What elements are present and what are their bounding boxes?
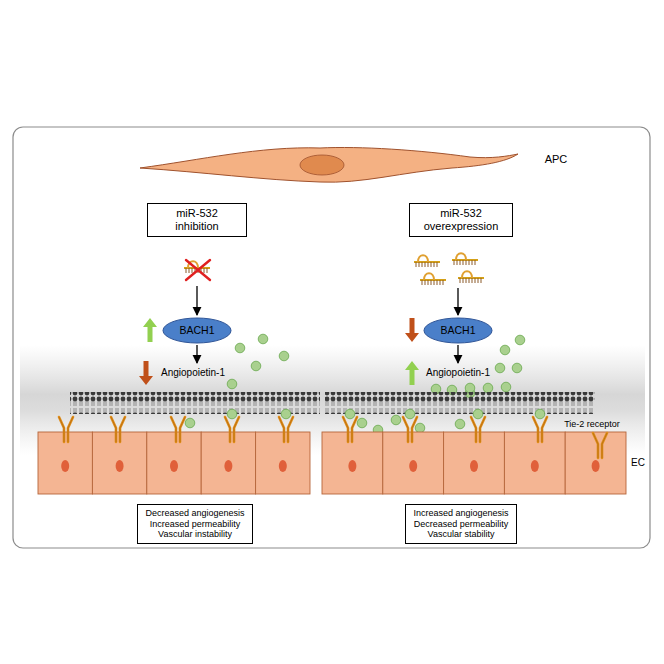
- endothelial-cell: [147, 432, 201, 494]
- tie2-receptors: [59, 417, 607, 458]
- ellipse-shape: [163, 318, 231, 343]
- node-text: Vascular stability: [413, 529, 508, 540]
- protein-label: Angiopoietin-1: [426, 367, 490, 379]
- node-text: miR-532 inhibition: [155, 207, 239, 233]
- level-arrows: [139, 318, 419, 385]
- endothelial-cell: [201, 432, 255, 494]
- cell-label: EC: [631, 457, 645, 469]
- cell-nucleus: [279, 460, 287, 472]
- ellipse-shape: [424, 318, 492, 343]
- cell-nucleus: [170, 460, 178, 472]
- outcome-box: Decreased angiogenesisIncreased permeabi…: [137, 504, 252, 544]
- treatment-box: miR-532 inhibition: [147, 203, 247, 237]
- bach1-ellipse: BACH1: [423, 317, 493, 344]
- cell-nucleus: [224, 460, 232, 472]
- cell-nucleus: [592, 460, 600, 472]
- cell-nucleus: [61, 460, 69, 472]
- bach1-ellipse: BACH1: [162, 317, 232, 344]
- apc-cell: [140, 147, 518, 182]
- node-text: Increased angiogenesis: [413, 508, 508, 519]
- cell-nucleus: [531, 460, 539, 472]
- membrane-right: [325, 392, 595, 414]
- receptor-label: Tie-2 receptor: [564, 419, 620, 430]
- cell-nucleus: [116, 460, 124, 472]
- endothelial-cell: [444, 432, 505, 494]
- endothelial-cell: [504, 432, 565, 494]
- node-text: miR-532 overexpression: [417, 207, 505, 233]
- pathway-arrows: [197, 286, 458, 363]
- protein-label: Angiopoietin-1: [161, 367, 225, 379]
- node-text: Increased permeability: [145, 519, 244, 530]
- mirna-inhibited: [184, 260, 210, 280]
- outcome-box: Increased angiogenesisDecreased permeabi…: [405, 504, 516, 544]
- node-text: BACH1: [440, 324, 475, 336]
- panel-border: [13, 127, 650, 548]
- treatment-box: miR-532 overexpression: [409, 203, 513, 237]
- cell-nucleus: [470, 460, 478, 472]
- cell-nucleus: [348, 460, 356, 472]
- cell-nucleus: [409, 460, 417, 472]
- cell-label: APC: [545, 153, 568, 166]
- mirna-overexpressed: [414, 253, 484, 285]
- node-text: BACH1: [179, 324, 214, 336]
- bound-ligands: [227, 409, 545, 419]
- node-text: Vascular instability: [145, 529, 244, 540]
- node-text: Decreased permeability: [413, 519, 508, 530]
- node-text: Decreased angiogenesis: [145, 508, 244, 519]
- endothelial-cell: [565, 432, 626, 494]
